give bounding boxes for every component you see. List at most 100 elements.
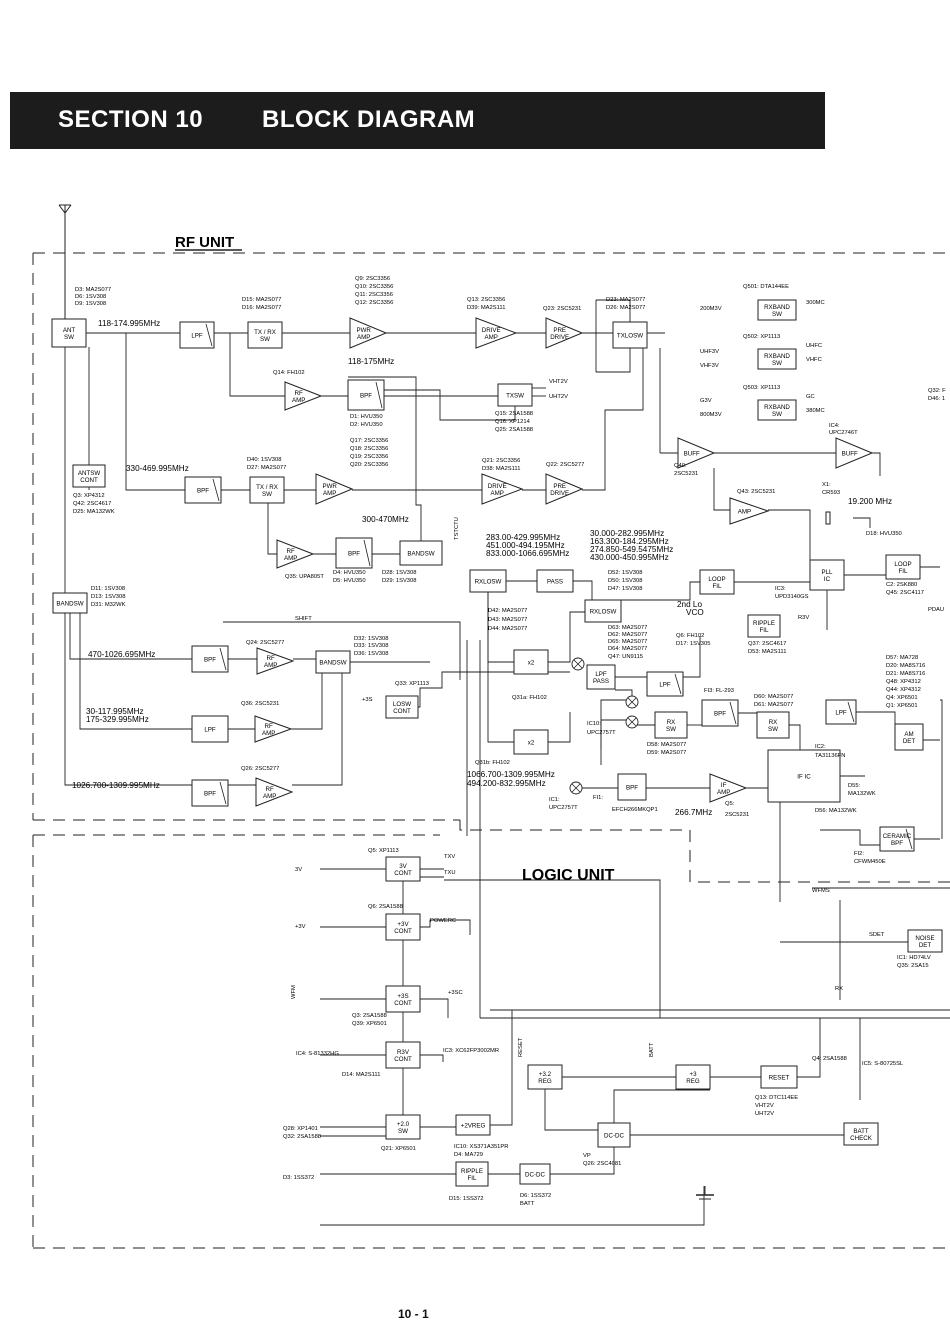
diagram-label: Q32: F: [928, 388, 946, 394]
diagram-label: BATT: [649, 1042, 655, 1057]
block-text: PLL: [821, 569, 833, 576]
diagram-label: D47: 1SV308: [608, 586, 642, 592]
block-text: AMP: [738, 509, 751, 516]
diagram-label: Q3: XP4312: [73, 493, 105, 499]
diagram-label: 3V: [295, 867, 302, 873]
diagram-label: UHFC: [806, 343, 822, 349]
section-number: SECTION 10: [58, 106, 204, 133]
diagram-label: Q26: 2SC5277: [241, 766, 279, 772]
diagram-label: D57: MA728: [886, 655, 918, 661]
diagram-label: WFMS: [812, 888, 830, 894]
block-text: +2VREG: [461, 1123, 486, 1130]
block-text: BPF: [204, 791, 216, 798]
block-text: CONT: [394, 928, 412, 935]
diagram-label: D20: MA8S716: [886, 663, 925, 669]
block-text: RXBAND: [764, 304, 790, 311]
block-text: RIPPLE: [753, 620, 775, 627]
block-text: REG: [686, 1078, 700, 1085]
diagram-label: D56: MA132WK: [815, 808, 857, 814]
antenna-icon: [58, 204, 72, 322]
diagram-label: Q1: XP6501: [886, 703, 918, 709]
block-text: FIL: [713, 583, 722, 590]
block-text: FIL: [899, 568, 908, 575]
diagram-label: IC1: HD74LV: [897, 955, 931, 961]
logic-unit-label: LOGIC UNIT: [522, 867, 615, 884]
diagram-label: D28: 1SV308: [382, 570, 416, 576]
block-text: PRE: [553, 483, 566, 490]
diagram-label: 451.000-494.195MHz: [486, 541, 565, 550]
block-text: RX: [667, 719, 676, 726]
diagram-label: D18: HVU350: [866, 531, 902, 537]
diagram-label: Q21: 2SC3356: [482, 458, 520, 464]
block-txlosw: TXLOSW: [612, 321, 648, 349]
diagram-label: Q33: XP1113: [395, 681, 429, 687]
diagram-label: Q35: UPA805T: [285, 574, 324, 580]
block-text: DC-DC: [525, 1172, 545, 1179]
block-text: BPF: [891, 840, 903, 847]
block-bpf-2: BPF: [184, 476, 222, 504]
diagram-label: D25: MA132WK: [73, 509, 115, 515]
block-text: SW: [262, 491, 272, 498]
block-text: +3V: [397, 921, 409, 928]
block-buff-2: BUFF: [835, 437, 874, 469]
diagram-label: Q3: 2SA1588: [352, 1013, 387, 1019]
block-bpf-3: BPF: [335, 537, 373, 569]
rf-unit-border-step: [459, 820, 950, 883]
diagram-label: RX: [835, 986, 843, 992]
block-text: BPF: [204, 657, 216, 664]
diagram-label: 30-117.995MHz: [86, 707, 144, 716]
diagram-label: UPC2757T: [549, 805, 578, 811]
diagram-label: Q14: FH102: [273, 370, 305, 376]
diagram-label: D38: MA2S111: [482, 466, 520, 472]
diagram-label: TXU: [444, 870, 456, 876]
diagram-label: IC1:: [549, 797, 560, 803]
block-bpf-1: BPF: [347, 379, 385, 411]
diagram-label: Q37: 2SC4617: [748, 641, 786, 647]
diagram-label: D44: MA2S077: [488, 626, 527, 632]
diagram-label: +3V: [295, 924, 306, 930]
block-amp-1: AMP: [729, 497, 770, 525]
block-text: RF: [265, 723, 273, 730]
diagram-label: 200M3V: [700, 306, 722, 312]
block-text: IC: [824, 576, 831, 583]
block-text: RESET: [769, 1075, 790, 1082]
block-text: RXBAND: [764, 353, 790, 360]
block-bpf-6: BPF: [191, 779, 229, 807]
diagram-label: Q6: FH102: [676, 633, 704, 639]
diagram-label: X1:: [822, 482, 831, 488]
diagram-label: FI1:: [593, 795, 603, 801]
block-text: AMP: [484, 334, 497, 341]
block-text: LPF: [659, 682, 671, 689]
diagram-label: Q15: 2SA1588: [495, 411, 533, 417]
block-text: AMP: [264, 662, 277, 669]
diagram-label: D36: 1SV308: [354, 651, 388, 657]
diagram-label: Q9: 2SC3356: [355, 276, 390, 282]
diagram-label: Q4: XP6501: [886, 695, 918, 701]
block-text: SW: [772, 360, 782, 367]
diagram-label: 118-174.995MHz: [98, 319, 160, 328]
block-text: LPF: [204, 727, 216, 734]
block-text: RXBAND: [764, 404, 790, 411]
diagram-label: D15: 1SS372: [449, 1196, 483, 1202]
diagram-label: D23: MA2S077: [606, 297, 645, 303]
block-rxlosw-1: RXLOSW: [469, 569, 507, 593]
diagram-label: Q24: 2SC5277: [246, 640, 284, 646]
diagram-label: D3: 1SS372: [283, 1175, 314, 1181]
diagram-label: Q19: 2SC3356: [350, 454, 388, 460]
diagram-label: D63: MA2S077: [608, 625, 647, 631]
diagram-label: D40: 1SV308: [247, 457, 281, 463]
diagram-label: Q13: DTC114EE: [755, 1095, 798, 1101]
block-lpf-2: LPF: [646, 671, 684, 697]
diagram-label: D42: MA2S077: [488, 608, 527, 614]
block-text: RF: [295, 390, 303, 397]
